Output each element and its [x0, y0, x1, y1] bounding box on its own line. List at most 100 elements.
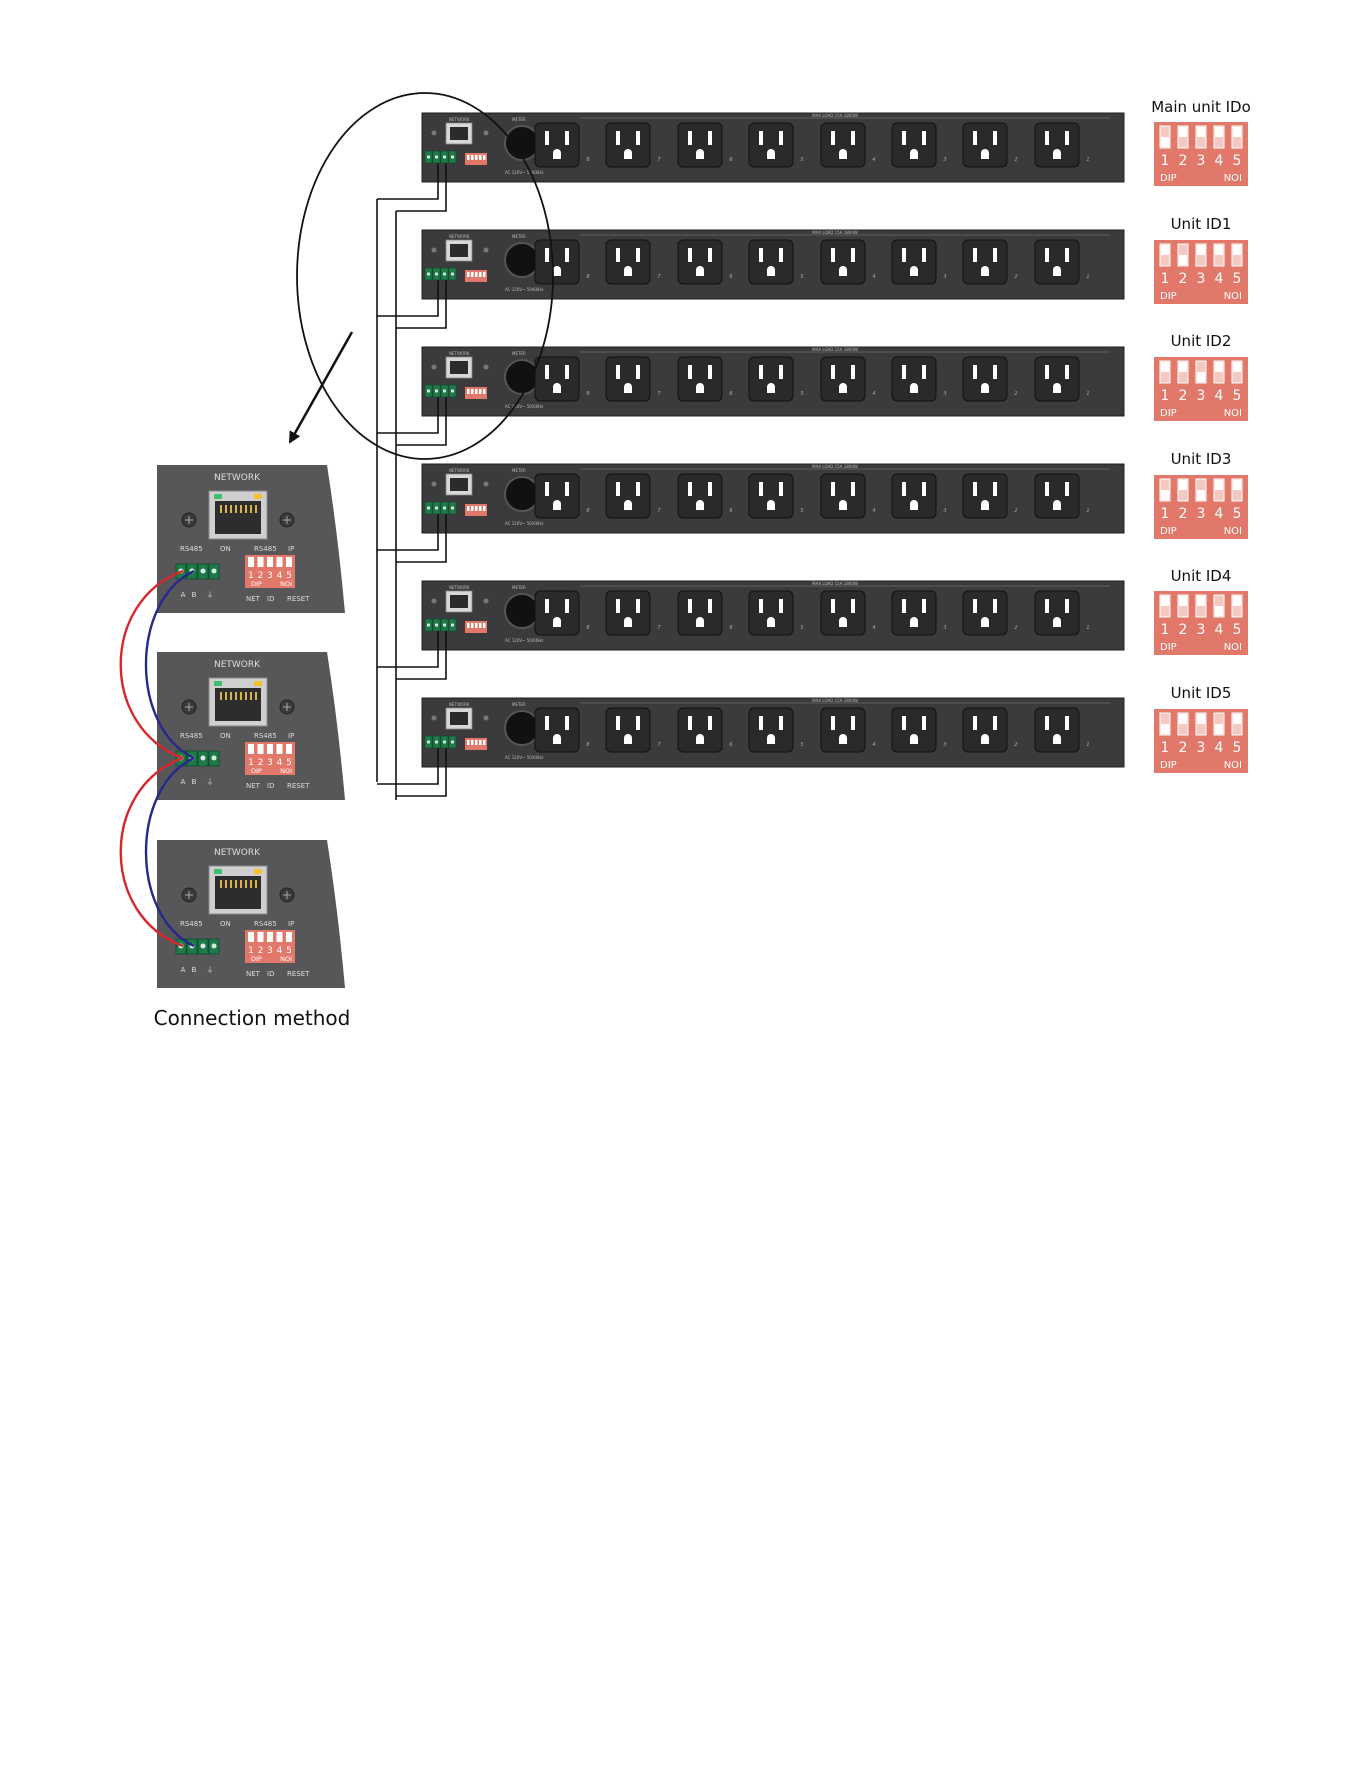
rj45-pin: [255, 692, 257, 700]
panel-terminal-screw: [200, 943, 206, 949]
outlet-ground: [1053, 266, 1061, 276]
panel-dip-lever: [267, 932, 273, 942]
outlet-slot: [902, 482, 906, 496]
outlet-slot: [993, 482, 997, 496]
outlet-slot: [759, 248, 763, 262]
outlet-slot: [779, 599, 783, 613]
outlet-slot: [1065, 248, 1069, 262]
screw: [431, 598, 437, 604]
outlet-slot: [636, 131, 640, 145]
rj45-pin: [230, 692, 232, 700]
meter-display: [504, 593, 540, 629]
rj45-link-led: [214, 494, 222, 499]
rj45-pin: [245, 692, 247, 700]
outlet-ground: [696, 266, 704, 276]
panel-on-label: ON: [220, 920, 231, 928]
outlet-slot: [616, 716, 620, 730]
rs485-wire-a-0: [119, 569, 184, 760]
outlet-slot: [1065, 599, 1069, 613]
outlet-slot: [688, 599, 692, 613]
outlet-face: [820, 239, 866, 285]
outlet-5: 5: [748, 239, 804, 285]
outlet-face: [891, 239, 937, 285]
outlet-6: 6: [677, 707, 733, 753]
dip-lever-up: [1215, 245, 1223, 255]
rj45-pin: [255, 505, 257, 513]
outlet-slot: [831, 599, 835, 613]
panel-dip-lever: [276, 744, 283, 754]
panel-dip-number: 5: [286, 758, 292, 768]
dip-label-right: NOI: [1224, 291, 1242, 302]
rj45-pin: [250, 692, 252, 700]
outlet-slot: [831, 716, 835, 730]
pdu-network-label: NETWORK: [449, 702, 470, 707]
mini-dip-lever: [467, 623, 470, 628]
panel-rs485-label: RS485: [180, 545, 203, 553]
mini-dip-lever: [475, 506, 478, 511]
outlet-ground: [981, 383, 989, 393]
screw: [483, 364, 489, 370]
outlet-slot: [759, 482, 763, 496]
outlet-number: 7: [657, 391, 661, 397]
outlet-number: 4: [872, 625, 875, 631]
outlet-number: 7: [657, 274, 661, 280]
rj45-pin: [250, 505, 252, 513]
outlet-number: 2: [1014, 391, 1017, 397]
outlet-6: 6: [677, 239, 733, 285]
rj45-link-led: [214, 869, 222, 874]
outlet-number: 1: [1086, 391, 1089, 397]
outlet-slot: [851, 248, 855, 262]
outlet-ground: [767, 266, 775, 276]
outlet-number: 6: [729, 742, 732, 748]
outlet-slot: [565, 131, 569, 145]
unit-id-label: Unit ID5: [1171, 684, 1232, 702]
panel-dip-lever: [286, 932, 292, 942]
dip-lever-down: [1197, 372, 1205, 382]
zoom-ellipse: [296, 92, 554, 460]
outlet-number: 4: [872, 508, 875, 514]
rj45-pin: [220, 692, 222, 700]
panel-rs485-dip-label: RS485: [254, 732, 277, 740]
panel-dip-left: DIP: [251, 580, 262, 588]
outlet-number: 5: [800, 391, 803, 397]
pdu-meter-label: METER: [512, 117, 526, 122]
terminal-screw: [450, 506, 455, 510]
outlet-4: 4: [820, 590, 876, 636]
outlet-slot: [759, 365, 763, 379]
outlet-slot: [636, 365, 640, 379]
pdu-rating-label: MAX LOAD 15A 1800W: [812, 347, 858, 352]
outlet-slot: [616, 482, 620, 496]
panel-dip-number: 1: [248, 946, 254, 956]
dip-lever-up: [1215, 362, 1223, 372]
outlet-slot: [688, 248, 692, 262]
dip-lever-up: [1161, 245, 1169, 255]
outlet-ground: [981, 617, 989, 627]
outlet-face: [891, 473, 937, 519]
bus-tap-a-3: [377, 514, 439, 551]
outlet-4: 4: [820, 356, 876, 402]
dip-number: 3: [1197, 388, 1206, 404]
screw: [431, 364, 437, 370]
pdu-strip-3: MAX LOAD 15A 1800WNETWORKMETER120V~ 50/6…: [421, 463, 1125, 534]
outlet-ground: [981, 266, 989, 276]
outlet-number: 4: [872, 742, 875, 748]
outlet-3: 3: [891, 473, 947, 519]
dip-lever-up: [1161, 362, 1169, 372]
outlet-face: [534, 473, 580, 519]
outlet-8: 8: [534, 122, 590, 168]
rj45-pin: [220, 505, 222, 513]
terminal-screw: [442, 740, 447, 744]
outlet-ground: [839, 149, 847, 159]
outlet-5: 5: [748, 590, 804, 636]
panel-dip-left: DIP: [251, 767, 262, 775]
screw: [431, 130, 437, 136]
outlet-ground: [981, 500, 989, 510]
terminal-screw: [426, 740, 431, 744]
outlet-6: 6: [677, 122, 733, 168]
outlet-number: 5: [800, 625, 803, 631]
dip-label-left: DIP: [1160, 173, 1177, 184]
outlet-3: 3: [891, 239, 947, 285]
outlet-slot: [565, 482, 569, 496]
